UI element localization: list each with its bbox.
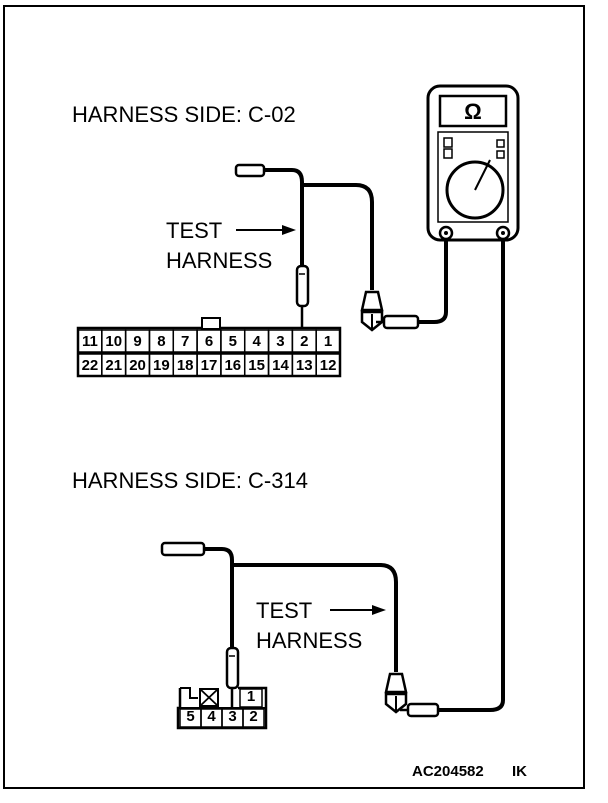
pin-number-13: 13	[296, 357, 313, 374]
pin-number-2: 2	[300, 333, 308, 350]
jack-center-right	[501, 231, 505, 235]
pin-cell	[239, 688, 263, 708]
pin-number-17: 17	[201, 357, 218, 374]
test-harness-bottom-label-line1: TEST	[256, 598, 312, 623]
connector-c314-cavity-x	[199, 688, 219, 707]
pin-number-10: 10	[105, 333, 122, 350]
figure-border	[3, 5, 585, 789]
pin-number-8: 8	[157, 333, 165, 350]
pin-number-5: 5	[186, 708, 194, 725]
figure-code-suffix: IK	[512, 763, 527, 780]
pin-cell	[242, 708, 265, 728]
test-harness-wire-top	[264, 168, 304, 265]
test-harness-top-label-line2: HARNESS	[166, 248, 272, 273]
test-harness-bottom-arrowhead	[372, 605, 386, 615]
range-mark-icon	[496, 150, 505, 159]
pin-number-4: 4	[252, 333, 261, 350]
range-mark-icon	[496, 139, 505, 148]
alligator-clip-top-icon	[360, 290, 420, 332]
range-mark-icon	[443, 148, 453, 159]
ohmmeter-display	[438, 94, 508, 128]
figure-code: AC204582	[412, 763, 484, 780]
connector-c314-cavity-blank-icon	[199, 688, 219, 707]
pin-number-16: 16	[224, 357, 241, 374]
connector-c314-key	[180, 687, 198, 699]
range-mark-icon	[443, 137, 453, 148]
pin-number-21: 21	[105, 357, 122, 374]
pin-number-19: 19	[153, 357, 170, 374]
pin-number-22: 22	[82, 357, 99, 374]
meter-lead-left	[418, 240, 448, 324]
harness-plug-top	[234, 163, 266, 178]
harness-side-c02-label: HARNESS SIDE: C-02	[72, 102, 296, 127]
test-harness-bottom-label-line2: HARNESS	[256, 628, 362, 653]
connector-c02-latch	[201, 317, 221, 330]
jack-center-left	[444, 231, 448, 235]
alligator-clip-bottom-icon	[384, 672, 440, 718]
pin-number-3: 3	[276, 333, 284, 350]
pin-number-4: 4	[207, 708, 216, 725]
dial-pointer	[474, 159, 491, 191]
pin-number-15: 15	[248, 357, 265, 374]
ohmmeter: Ω	[426, 84, 520, 242]
pin-number-18: 18	[177, 357, 194, 374]
meter-lead-right	[436, 240, 505, 712]
pin-number-6: 6	[205, 333, 213, 350]
pin-number-2: 2	[249, 708, 257, 725]
pin-number-1: 1	[324, 333, 332, 350]
ohm-symbol-icon: Ω	[464, 99, 482, 124]
probe-bottom	[225, 646, 240, 708]
pin-number-20: 20	[129, 357, 146, 374]
probe-top	[295, 264, 310, 330]
pin-cell	[315, 353, 341, 377]
pin-number-14: 14	[272, 357, 289, 374]
pin-number-1: 1	[247, 688, 255, 705]
test-harness-top-label-line1: TEST	[166, 218, 222, 243]
test-harness-top-arrowhead	[282, 225, 296, 235]
harness-plug-bottom	[160, 541, 206, 557]
test-harness-wire-bottom	[204, 547, 234, 650]
harness-side-c314-label: HARNESS SIDE: C-314	[72, 468, 308, 493]
pin-number-3: 3	[228, 708, 236, 725]
pin-number-9: 9	[133, 333, 141, 350]
pin-number-12: 12	[320, 357, 337, 374]
pin-number-5: 5	[229, 333, 237, 350]
pin-number-7: 7	[181, 333, 189, 350]
pin-number-11: 11	[82, 333, 98, 350]
test-harness-branch-top	[302, 183, 374, 290]
test-harness-branch-bottom	[232, 563, 398, 672]
pin-cell	[315, 329, 341, 353]
